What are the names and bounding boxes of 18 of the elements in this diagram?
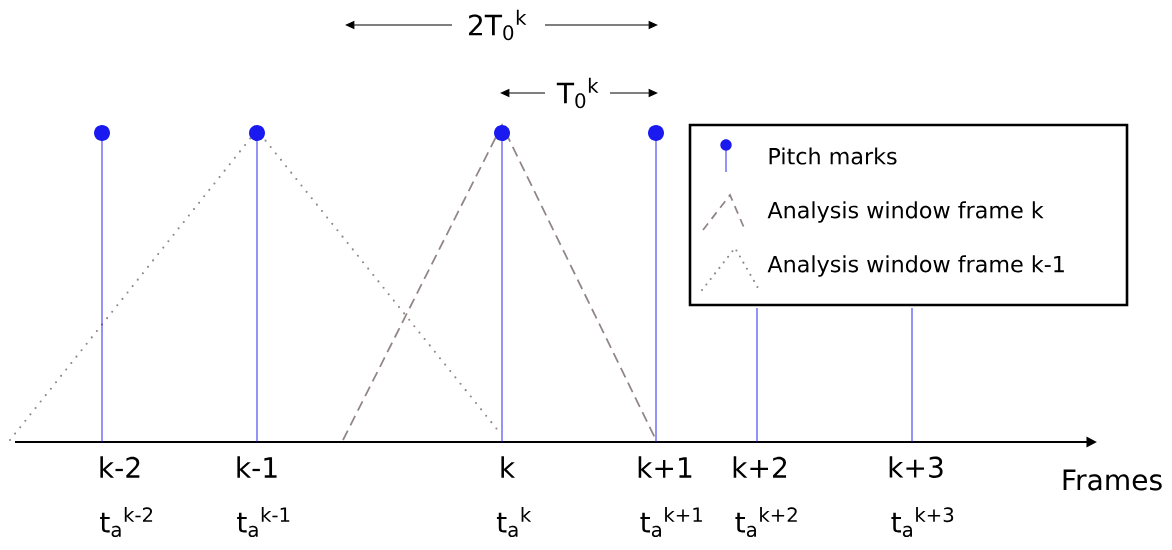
time-label: t$_{a}$k-1 (237, 506, 290, 538)
legend-text: Analysis window frame k (767, 201, 1044, 223)
time-label: t$_{a}$k+2 (735, 506, 797, 538)
time-label: t$_{a}$k (496, 506, 532, 538)
period-label: T$_{0}$k (556, 77, 599, 109)
legend-text: Pitch marks (769, 147, 897, 165)
time-label: t$_{a}$k+3 (891, 506, 954, 538)
frame-label: k+3 (889, 456, 943, 478)
legend-text: Analysis window frame k-1 (767, 255, 1064, 277)
time-label: t$_{a}$k-2 (100, 506, 153, 538)
frame-label: k-2 (100, 456, 140, 478)
frame-label: k-1 (237, 456, 277, 478)
axis-label: Frames (1063, 469, 1162, 491)
frame-label: k+1 (638, 456, 692, 478)
period-label: 2T$_{0}$k (469, 9, 527, 41)
frame-label: k (501, 456, 516, 478)
time-label: t$_{a}$k+1 (640, 506, 702, 538)
frame-label: k+2 (733, 456, 787, 478)
